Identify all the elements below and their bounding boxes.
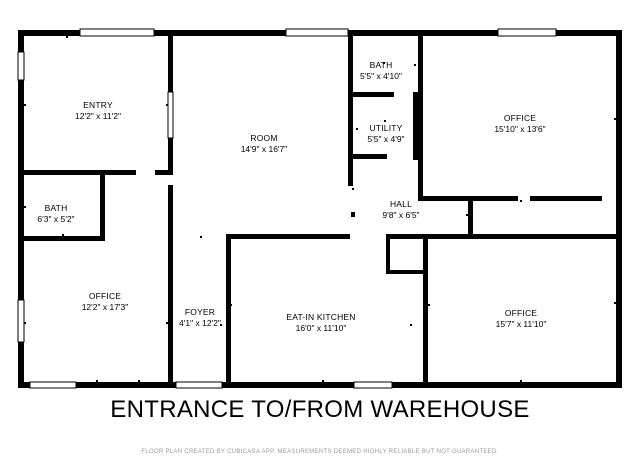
room-dim-bath-north: 5'5" x 4'10" (360, 71, 402, 81)
room-dim-office-west: 12'2" x 17'3" (81, 302, 129, 312)
wall-utility-bottom (353, 154, 387, 159)
wall-closet-bottom (386, 270, 423, 274)
room-dim-entry: 12'2" x 11'2" (75, 111, 121, 121)
wall-entry-bottom-b (155, 170, 173, 175)
wall-left (18, 30, 24, 388)
wall-closet-left (386, 234, 390, 274)
window-office1-left (17, 299, 25, 343)
marker (230, 304, 232, 306)
wall-bath2-bottom (348, 92, 394, 97)
marker (466, 214, 468, 216)
wall-kitchen-top-a (226, 234, 350, 239)
disclaimer-footer: FLOOR PLAN CREATED BY CUBICASA APP. MEAS… (141, 449, 499, 455)
door-foyer-bottom (175, 381, 223, 389)
marker (62, 234, 64, 236)
marker (352, 188, 354, 190)
marker (520, 200, 522, 202)
marker (324, 237, 326, 239)
wall-office1-right (168, 185, 173, 385)
marker (322, 380, 324, 382)
windows (17, 28, 557, 389)
room-label-office-west: OFFICE (88, 291, 122, 301)
wall-bath2-left (348, 36, 353, 186)
marker (414, 64, 416, 66)
wall-kitchen-top-b (386, 234, 622, 239)
markers (24, 36, 616, 382)
wall-office2-bottom-b (530, 196, 602, 201)
marker (220, 324, 222, 326)
marker (614, 302, 616, 304)
marker (383, 62, 385, 64)
room-label-utility: UTILITY (369, 123, 403, 133)
marker (356, 128, 358, 130)
marker (384, 120, 386, 122)
window-room-top (285, 28, 349, 37)
room-dim-office-northeast: 15'10" x 13'6" (494, 124, 546, 134)
room-label-hall: HALL (389, 199, 413, 209)
marker (166, 322, 168, 324)
room-dim-room: 14'9" x 16'7" (240, 144, 288, 154)
marker (96, 380, 98, 382)
wall-hall-right (468, 196, 473, 239)
marker (520, 380, 522, 382)
marker (138, 380, 140, 382)
wall-bath1-right (100, 175, 105, 241)
room-dim-utility: 5'5" x 4'9" (367, 134, 405, 144)
room-dim-foyer: 4'1" x 12'2" (179, 318, 221, 328)
room-dim-hall: 9'8" x 6'5" (382, 210, 420, 220)
window-entry-left (17, 51, 25, 81)
wall-right (616, 30, 622, 388)
interior-walls (24, 36, 622, 385)
marker (24, 206, 26, 208)
window-entry-right (167, 91, 174, 139)
marker (24, 104, 26, 106)
marker (66, 36, 68, 38)
wall-bath1-bottom (24, 236, 105, 241)
marker (200, 236, 202, 238)
wall-kitchen-left (226, 234, 231, 385)
wall-entry-bottom-a (24, 170, 136, 175)
room-label-office-southeast: OFFICE (504, 308, 538, 318)
wall-office2-left (418, 36, 423, 200)
room-dim-office-southeast: 15'7" x 11'10" (495, 319, 547, 329)
room-label-entry: ENTRY (83, 100, 113, 110)
room-label-bath-north: BATH (369, 60, 393, 70)
wall-kitchen-right (423, 234, 428, 385)
room-dim-kitchen: 16'0" x 11'10" (295, 323, 347, 333)
marker (410, 324, 412, 326)
window-office2-top (497, 28, 557, 37)
warehouse-entrance-caption: ENTRANCE TO/FROM WAREHOUSE (110, 396, 530, 423)
window-office1-bottom (29, 381, 77, 389)
wall-bottom (18, 382, 622, 388)
window-entry-top (79, 28, 155, 37)
wall-utility-right (413, 92, 418, 160)
room-label-room: ROOM (250, 133, 278, 143)
door-kitchen-bottom (353, 381, 393, 389)
marker (614, 118, 616, 120)
room-label-office-northeast: OFFICE (503, 113, 537, 123)
marker (166, 104, 168, 106)
room-dim-bath-west: 6'3" x 5'2" (37, 214, 75, 224)
marker (520, 237, 522, 239)
room-label-kitchen: EAT-IN KITCHEN (286, 312, 356, 322)
room-label-foyer: FOYER (184, 307, 216, 317)
wall-hall-post (351, 212, 355, 217)
room-label-bath-west: BATH (44, 203, 68, 213)
marker (24, 322, 26, 324)
exterior-walls (18, 30, 622, 388)
marker (428, 304, 430, 306)
